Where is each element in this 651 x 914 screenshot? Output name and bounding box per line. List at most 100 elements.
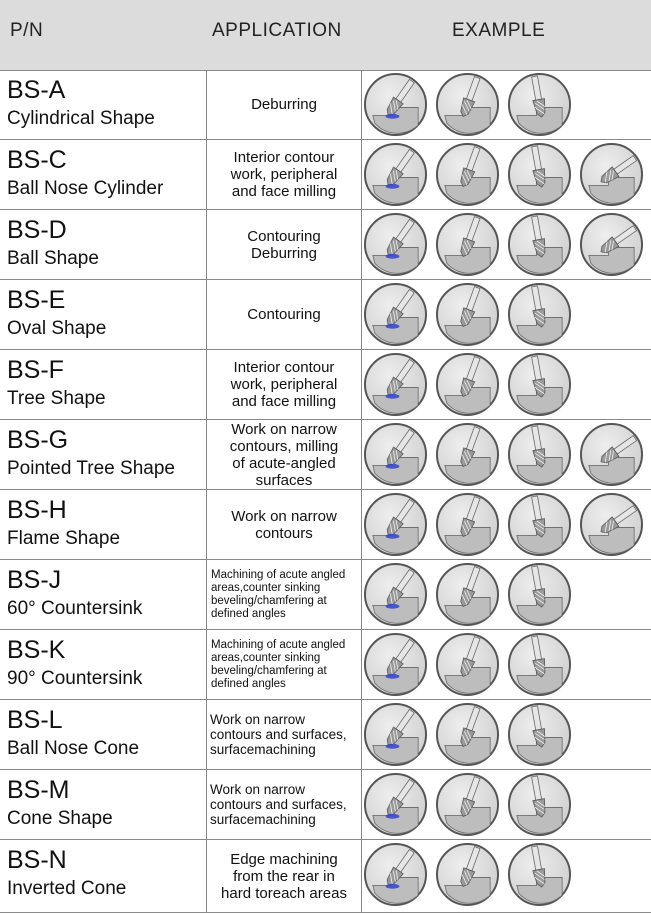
part-name: Oval Shape — [7, 318, 107, 339]
application-cell: Work on narrow contours and surfaces, su… — [207, 770, 362, 839]
application-cell: Interior contour work, peripheral and fa… — [207, 140, 362, 209]
example-illustration — [435, 72, 500, 142]
example-illustration — [507, 772, 572, 842]
example-cell — [362, 630, 651, 699]
header-example: EXAMPLE — [452, 20, 546, 41]
example-illustration — [507, 282, 572, 352]
example-illustration — [435, 492, 500, 562]
example-illustration — [507, 492, 572, 562]
header-application: APPLICATION — [212, 20, 342, 41]
example-illustration — [579, 492, 644, 562]
example-illustration — [363, 212, 428, 282]
example-cell — [362, 350, 651, 419]
example-cell — [362, 70, 651, 139]
application-text: Work on narrow contours, milling of acut… — [229, 420, 339, 489]
part-code: BS-J — [7, 566, 62, 594]
example-illustration — [363, 702, 428, 772]
example-illustration — [363, 842, 428, 912]
example-illustration — [435, 352, 500, 422]
part-name: Inverted Cone — [7, 878, 127, 899]
pn-cell: BS-J 60° Countersink — [0, 560, 207, 629]
application-cell: Machining of acute angled areas,counter … — [207, 630, 362, 699]
application-cell: Work on narrow contours — [207, 490, 362, 559]
example-images — [363, 422, 644, 492]
application-cell: Edge machining from the rear in hard tor… — [207, 840, 362, 912]
example-illustration — [435, 632, 500, 702]
example-illustration — [435, 772, 500, 842]
example-illustration — [363, 492, 428, 562]
part-name: 90° Countersink — [7, 668, 143, 689]
example-cell — [362, 280, 651, 349]
application-text: Contouring — [247, 306, 321, 323]
example-cell — [362, 420, 651, 489]
application-cell: Contouring Deburring — [207, 210, 362, 279]
example-cell — [362, 140, 651, 209]
example-cell — [362, 210, 651, 279]
example-images — [363, 212, 644, 282]
application-cell: Machining of acute angled areas,counter … — [207, 560, 362, 629]
application-text: Machining of acute angled areas,counter … — [211, 568, 346, 620]
pn-cell: BS-K 90° Countersink — [0, 630, 207, 699]
application-text: Work on narrow contours — [231, 507, 337, 542]
application-text: Machining of acute angled areas,counter … — [211, 638, 346, 690]
example-illustration — [507, 352, 572, 422]
part-name: 60° Countersink — [7, 598, 143, 619]
example-illustration — [435, 702, 500, 772]
example-illustration — [435, 142, 500, 212]
example-images — [363, 282, 572, 352]
example-images — [363, 562, 572, 632]
example-illustration — [435, 282, 500, 352]
part-code: BS-G — [7, 426, 69, 454]
example-cell — [362, 560, 651, 629]
application-text: Contouring Deburring — [247, 227, 321, 262]
example-illustration — [579, 142, 644, 212]
application-cell: Interior contour work, peripheral and fa… — [207, 350, 362, 419]
example-cell — [362, 490, 651, 559]
part-code: BS-F — [7, 356, 64, 384]
example-illustration — [363, 282, 428, 352]
example-illustration — [507, 702, 572, 772]
part-name: Ball Shape — [7, 248, 99, 269]
example-images — [363, 842, 572, 912]
application-cell: Work on narrow contours, milling of acut… — [207, 420, 362, 489]
example-illustration — [507, 562, 572, 632]
part-code: BS-H — [7, 496, 67, 524]
example-images — [363, 72, 572, 142]
part-name: Ball Nose Cone — [7, 738, 140, 759]
part-code: BS-C — [7, 146, 67, 174]
application-text: Edge machining from the rear in hard tor… — [221, 850, 347, 902]
application-text: Work on narrow contours and surfaces, su… — [210, 782, 347, 827]
example-illustration — [507, 142, 572, 212]
part-code: BS-K — [7, 636, 66, 664]
table-row: BS-N Inverted Cone Edge machining from the… — [0, 840, 651, 913]
part-code: BS-N — [7, 846, 67, 874]
example-illustration — [507, 212, 572, 282]
part-name: Flame Shape — [7, 528, 121, 549]
pn-cell: BS-H Flame Shape — [0, 490, 207, 559]
example-images — [363, 772, 572, 842]
example-illustration — [363, 422, 428, 492]
example-cell — [362, 840, 651, 912]
table-header: P/N APPLICATION EXAMPLE — [0, 0, 651, 71]
application-text: Deburring — [251, 96, 317, 113]
example-illustration — [579, 422, 644, 492]
example-illustration — [579, 212, 644, 282]
example-illustration — [507, 632, 572, 702]
part-code: BS-A — [7, 76, 66, 104]
